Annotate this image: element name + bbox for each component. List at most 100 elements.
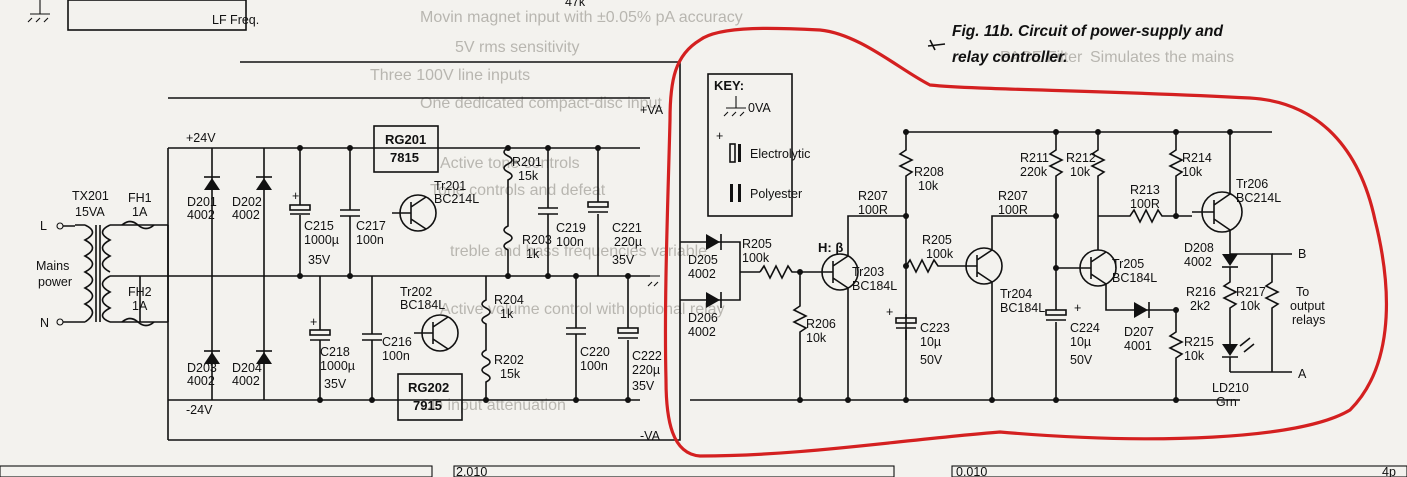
svg-text:C218: C218 bbox=[320, 345, 350, 359]
svg-text:100n: 100n bbox=[556, 235, 584, 249]
relay-controller-section: Fig. 11b. Circuit of power-supply and re… bbox=[297, 23, 1325, 409]
svg-text:100n: 100n bbox=[580, 359, 608, 373]
svg-text:BC184L: BC184L bbox=[1112, 271, 1157, 285]
svg-text:C215: C215 bbox=[304, 219, 334, 233]
svg-text:R204: R204 bbox=[494, 293, 524, 307]
svg-text:BC214L: BC214L bbox=[1236, 191, 1281, 205]
svg-text:+VA: +VA bbox=[640, 103, 664, 117]
svg-text:R205: R205 bbox=[922, 233, 952, 247]
svg-text:R205: R205 bbox=[742, 237, 772, 251]
svg-text:Tr204: Tr204 bbox=[1000, 287, 1032, 301]
regulator-rg202 bbox=[397, 373, 463, 421]
svg-text:4002: 4002 bbox=[232, 208, 260, 222]
svg-text:R202: R202 bbox=[494, 353, 524, 367]
svg-text:C222: C222 bbox=[632, 349, 662, 363]
svg-text:10µ: 10µ bbox=[920, 335, 941, 349]
top-fragments: LF Freq. 47k bbox=[27, 0, 586, 31]
svg-text:35V: 35V bbox=[632, 379, 655, 393]
svg-text:+: + bbox=[1074, 301, 1081, 315]
svg-text:+: + bbox=[310, 315, 317, 329]
diode-d202 bbox=[256, 178, 272, 190]
fuse-fh1 bbox=[121, 220, 155, 230]
svg-text:35V: 35V bbox=[612, 253, 635, 267]
svg-text:35V: 35V bbox=[308, 253, 331, 267]
svg-text:1000µ: 1000µ bbox=[304, 233, 339, 247]
figure-title-line1: Fig. 11b. Circuit of power-supply and bbox=[952, 23, 1224, 40]
svg-text:BC184L: BC184L bbox=[1000, 301, 1045, 315]
svg-text:Grn: Grn bbox=[1216, 395, 1237, 409]
svg-text:TX201: TX201 bbox=[72, 189, 109, 203]
svg-text:R216: R216 bbox=[1186, 285, 1216, 299]
svg-text:100n: 100n bbox=[382, 349, 410, 363]
cap-c222 bbox=[617, 327, 639, 334]
svg-text:Tr202: Tr202 bbox=[400, 285, 432, 299]
svg-text:1k: 1k bbox=[526, 247, 540, 261]
svg-text:-24V: -24V bbox=[186, 403, 213, 417]
svg-text:4002: 4002 bbox=[688, 267, 716, 281]
svg-text:LD210: LD210 bbox=[1212, 381, 1249, 395]
diode-d207 bbox=[1134, 302, 1148, 318]
svg-text:100k: 100k bbox=[742, 251, 770, 265]
svg-text:4002: 4002 bbox=[688, 325, 716, 339]
svg-text:15k: 15k bbox=[518, 169, 539, 183]
svg-text:FH1: FH1 bbox=[128, 191, 152, 205]
svg-text:Tone controls and defeat: Tone controls and defeat bbox=[430, 182, 606, 199]
svg-text:100k: 100k bbox=[926, 247, 954, 261]
svg-text:+24V: +24V bbox=[186, 131, 216, 145]
svg-text:-VA: -VA bbox=[640, 429, 661, 443]
svg-text:R206: R206 bbox=[806, 317, 836, 331]
bottom-rulers: 2.010 0.010 4p bbox=[0, 465, 1407, 477]
svg-text:50V: 50V bbox=[920, 353, 943, 367]
svg-text:relays: relays bbox=[1292, 313, 1325, 327]
lf-freq-label: LF Freq. bbox=[212, 13, 259, 27]
fuse-fh2 bbox=[121, 317, 155, 327]
svg-text:R208: R208 bbox=[914, 165, 944, 179]
svg-text:R217: R217 bbox=[1236, 285, 1266, 299]
svg-text:Simulates the mains: Simulates the mains bbox=[1090, 49, 1234, 66]
diode-d206 bbox=[706, 292, 720, 308]
cap-c220 bbox=[566, 327, 586, 335]
svg-text:To: To bbox=[1296, 285, 1309, 299]
svg-text:2.010: 2.010 bbox=[456, 465, 487, 477]
svg-text:BC184L: BC184L bbox=[852, 279, 897, 293]
svg-text:RG202: RG202 bbox=[408, 380, 449, 395]
cap-c216 bbox=[362, 333, 382, 341]
svg-text:R201: R201 bbox=[512, 155, 542, 169]
svg-text:4002: 4002 bbox=[187, 374, 215, 388]
svg-text:4002: 4002 bbox=[232, 374, 260, 388]
diode-d201 bbox=[204, 178, 220, 190]
cap-c217 bbox=[340, 209, 360, 217]
svg-text:10k: 10k bbox=[1070, 165, 1091, 179]
svg-text:D208: D208 bbox=[1184, 241, 1214, 255]
svg-text:Active volume control with opt: Active volume control with optional rela… bbox=[440, 301, 725, 318]
svg-text:220µ: 220µ bbox=[632, 363, 660, 377]
cap-c218 bbox=[309, 329, 331, 336]
svg-text:H: β: H: β bbox=[818, 240, 843, 255]
svg-text:Tr205: Tr205 bbox=[1112, 257, 1144, 271]
svg-text:R215: R215 bbox=[1184, 335, 1214, 349]
diode-d205 bbox=[706, 234, 720, 250]
svg-text:220µ: 220µ bbox=[614, 235, 642, 249]
svg-text:C224: C224 bbox=[1070, 321, 1100, 335]
svg-text:100n: 100n bbox=[356, 233, 384, 247]
svg-text:D205: D205 bbox=[688, 253, 718, 267]
red-annotation-outline bbox=[663, 26, 1388, 458]
svg-text:R211: R211 bbox=[1020, 151, 1049, 165]
svg-text:D201: D201 bbox=[187, 195, 217, 209]
terminal-N: N bbox=[40, 316, 49, 330]
svg-text:Movin magnet input with ±0.05: Movin magnet input with ±0.05% pA accura… bbox=[420, 9, 743, 26]
svg-text:output: output bbox=[1290, 299, 1325, 313]
svg-text:D203: D203 bbox=[187, 361, 217, 375]
svg-text:10k: 10k bbox=[1182, 165, 1203, 179]
svg-text:C223: C223 bbox=[920, 321, 950, 335]
led-ld210 bbox=[1222, 344, 1238, 356]
svg-text:1000µ: 1000µ bbox=[320, 359, 355, 373]
svg-text:CD input attenuation: CD input attenuation bbox=[420, 397, 566, 414]
figure-title-line2: relay controller. bbox=[952, 49, 1067, 66]
svg-text:Tr201: Tr201 bbox=[434, 179, 466, 193]
svg-text:10k: 10k bbox=[806, 331, 827, 345]
transformer-tx201 bbox=[75, 224, 170, 323]
svg-text:0VA: 0VA bbox=[748, 101, 771, 115]
